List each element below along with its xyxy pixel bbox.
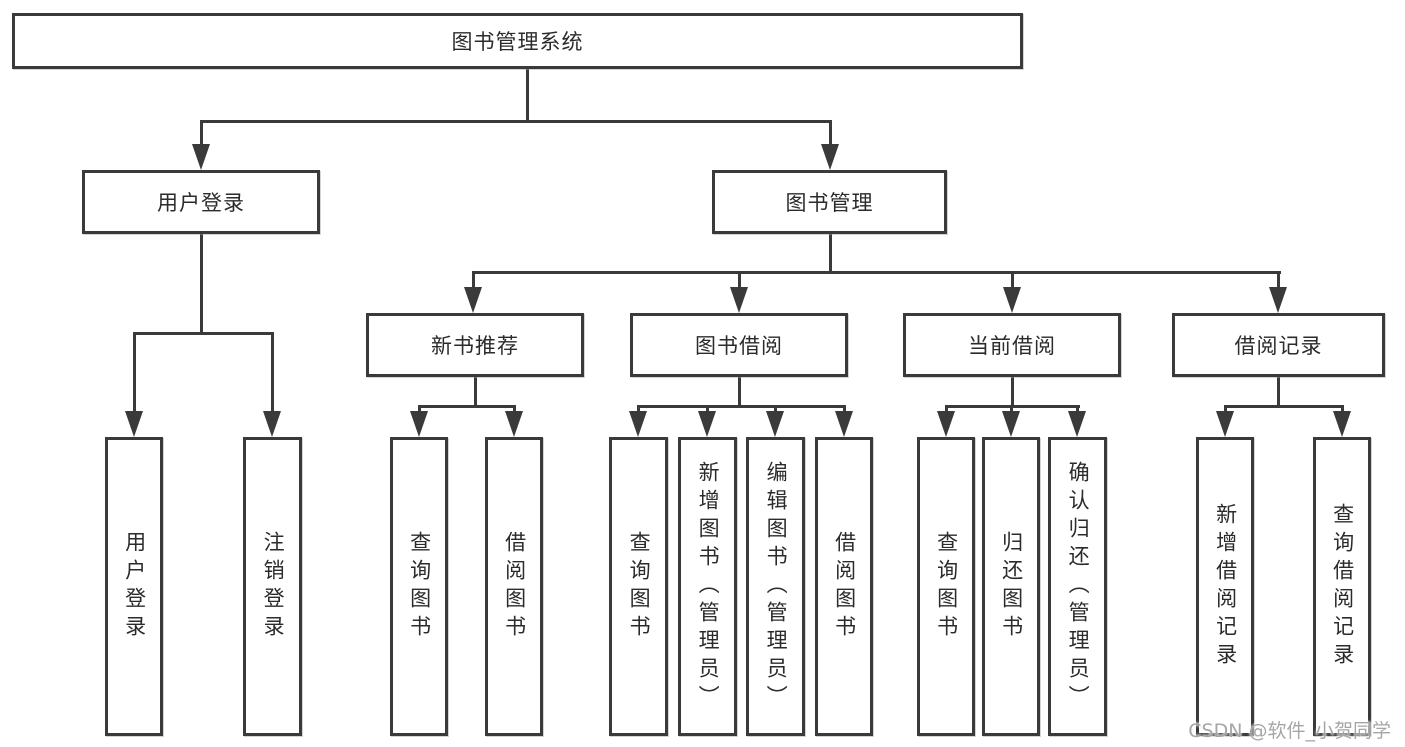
node-current-borrow-label: 当前借阅 xyxy=(968,334,1056,358)
arrow-down-icon xyxy=(1003,287,1021,313)
connector-level3-hline xyxy=(471,270,1281,274)
node-current-borrow: 当前借阅 xyxy=(903,313,1121,377)
leaf-query-books-current: 查询图书 xyxy=(917,437,975,736)
leaf-query-books-recommend: 查询图书 xyxy=(390,437,448,736)
leaf-borrow-books-recommend-label: 借阅图书 xyxy=(502,530,527,643)
connector-drop-level3 xyxy=(1276,272,1280,289)
leaf-borrow-books-recommend: 借阅图书 xyxy=(485,437,543,736)
node-borrow-records: 借阅记录 xyxy=(1172,313,1385,377)
arrow-down-icon xyxy=(937,411,955,437)
arrow-down-icon xyxy=(1002,411,1020,437)
connector-level2-hline xyxy=(199,119,832,123)
connector-drop-leaf xyxy=(1009,406,1013,414)
leaf-user-login-label: 用户登录 xyxy=(122,530,147,643)
connector-drop-user-login xyxy=(199,121,203,148)
arrow-down-icon xyxy=(698,411,716,437)
connector-userlogin-stem xyxy=(199,234,203,335)
connector-userlogin-hline xyxy=(132,332,274,335)
node-user-login: 用户登录 xyxy=(82,170,320,234)
leaf-query-books-recommend-label: 查询图书 xyxy=(407,530,432,643)
connector-drop-level3 xyxy=(1010,272,1014,289)
connector-drop-leaf xyxy=(636,406,640,414)
connector-drop-book-management xyxy=(828,121,832,148)
leaf-query-borrow-record-label: 查询借阅记录 xyxy=(1330,502,1355,671)
node-library-system-label: 图书管理系统 xyxy=(451,30,584,54)
arrow-down-icon xyxy=(464,287,482,313)
connector-drop-leaf xyxy=(270,334,274,413)
arrow-down-icon xyxy=(835,411,853,437)
node-new-book-recommend: 新书推荐 xyxy=(366,313,584,377)
connector-drop-leaf xyxy=(1223,406,1227,414)
connector-bookmgmt-stem xyxy=(828,234,832,273)
connector-drop-leaf xyxy=(842,406,846,414)
leaf-add-books-admin: 新增图书（管理员） xyxy=(678,437,737,736)
arrow-down-icon xyxy=(821,144,839,170)
connector-records-stem xyxy=(1276,377,1280,407)
connector-borrow-hline xyxy=(636,404,846,408)
leaf-edit-books-admin-label: 编辑图书（管理员） xyxy=(764,460,789,713)
node-library-system: 图书管理系统 xyxy=(12,13,1023,69)
node-book-borrow-label: 图书借阅 xyxy=(695,334,783,358)
connector-root-stem xyxy=(525,69,529,122)
leaf-return-books-label: 归还图书 xyxy=(999,530,1024,643)
arrow-down-icon xyxy=(1068,411,1086,437)
arrow-down-icon xyxy=(1269,287,1287,313)
connector-drop-leaf xyxy=(512,406,516,414)
arrow-down-icon xyxy=(1216,411,1234,437)
leaf-edit-books-admin: 编辑图书（管理员） xyxy=(746,437,805,736)
node-book-management-label: 图书管理 xyxy=(785,191,874,215)
arrow-down-icon xyxy=(410,411,428,437)
connector-current-stem xyxy=(1010,377,1014,407)
leaf-query-borrow-record: 查询借阅记录 xyxy=(1313,437,1371,736)
connector-drop-leaf xyxy=(944,406,948,414)
connector-drop-level3 xyxy=(471,272,475,289)
leaf-borrow-books-borrow-label: 借阅图书 xyxy=(832,530,857,643)
arrow-down-icon xyxy=(125,411,143,437)
arrow-down-icon xyxy=(505,411,523,437)
arrow-down-icon xyxy=(1333,411,1351,437)
connector-records-hline xyxy=(1223,404,1344,408)
connector-borrow-stem xyxy=(737,377,741,407)
node-new-book-recommend-label: 新书推荐 xyxy=(431,334,519,358)
arrow-down-icon xyxy=(263,411,281,437)
leaf-borrow-books-borrow: 借阅图书 xyxy=(815,437,873,736)
node-book-borrow: 图书借阅 xyxy=(630,313,848,377)
leaf-add-borrow-record-label: 新增借阅记录 xyxy=(1213,502,1238,671)
leaf-query-books-borrow-label: 查询图书 xyxy=(627,530,652,643)
connector-drop-leaf xyxy=(1075,406,1079,414)
leaf-logout-login: 注销登录 xyxy=(243,437,302,736)
leaf-user-login: 用户登录 xyxy=(105,437,163,736)
leaf-confirm-return-admin: 确认归还（管理员） xyxy=(1048,437,1107,736)
node-book-management: 图书管理 xyxy=(712,170,947,234)
node-user-login-label: 用户登录 xyxy=(157,191,245,215)
leaf-logout-login-label: 注销登录 xyxy=(261,530,286,643)
leaf-add-borrow-record: 新增借阅记录 xyxy=(1196,437,1254,736)
connector-drop-leaf xyxy=(1340,406,1344,414)
watermark: CSDN @软件_小贺同学 xyxy=(1188,720,1391,742)
arrow-down-icon xyxy=(766,411,784,437)
arrow-down-icon xyxy=(730,287,748,313)
leaf-return-books: 归还图书 xyxy=(982,437,1040,736)
connector-recommend-stem xyxy=(473,377,477,407)
connector-drop-leaf xyxy=(705,406,709,414)
connector-drop-leaf xyxy=(132,334,136,413)
leaf-add-books-admin-label: 新增图书（管理员） xyxy=(696,460,721,713)
leaf-confirm-return-admin-label: 确认归还（管理员） xyxy=(1066,460,1091,713)
arrow-down-icon xyxy=(629,411,647,437)
connector-drop-leaf xyxy=(417,406,421,414)
leaf-query-books-current-label: 查询图书 xyxy=(934,530,959,643)
node-borrow-records-label: 借阅记录 xyxy=(1234,334,1323,358)
connector-drop-leaf xyxy=(773,406,777,414)
arrow-down-icon xyxy=(192,144,210,170)
connector-drop-level3 xyxy=(737,272,741,289)
leaf-query-books-borrow: 查询图书 xyxy=(609,437,668,736)
connector-recommend-hline xyxy=(417,404,516,408)
